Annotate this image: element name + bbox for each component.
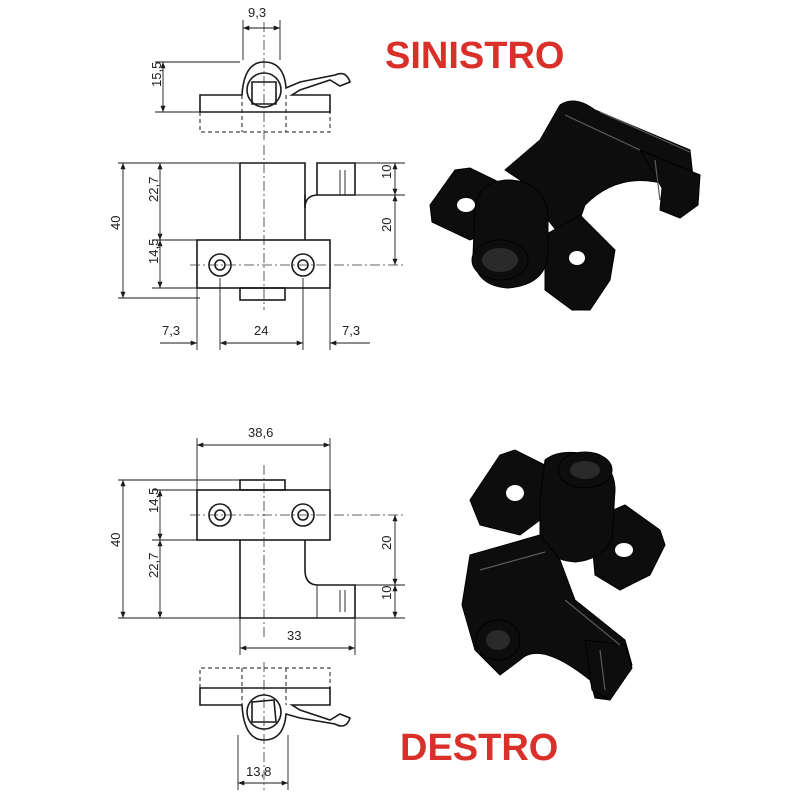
top-view-sinistro: 9,3 15,5 — [149, 5, 351, 140]
dim-margin-right: 7,3 — [342, 323, 360, 338]
dim-width-total: 38,6 — [248, 425, 273, 440]
dim-width-arm: 33 — [287, 628, 301, 643]
front-view-destro: 38,6 40 14,5 22,7 20 10 33 — [108, 425, 405, 655]
dim-hook-height-destro: 10 — [379, 586, 394, 600]
dim-width-small-destro: 13,8 — [246, 764, 271, 779]
dim-hook-offset-destro: 20 — [379, 536, 394, 550]
dim-hook-offset: 20 — [379, 218, 394, 232]
bottom-view-destro: 13,8 — [199, 662, 351, 790]
front-view-sinistro: 40 22,7 14,5 10 20 7,3 24 7,3 — [108, 145, 405, 350]
left-variant-title: SINISTRO — [385, 35, 564, 77]
dim-height-upper: 22,7 — [146, 177, 161, 202]
dim-width-small: 9,3 — [248, 5, 266, 20]
dim-height-lower: 14,5 — [146, 239, 161, 264]
dim-hole-spacing: 24 — [254, 323, 268, 338]
dim-height-top: 15,5 — [149, 62, 164, 87]
dim-hook-height: 10 — [379, 165, 394, 179]
dim-height-total-destro: 40 — [108, 533, 123, 547]
dim-margin-left: 7,3 — [162, 323, 180, 338]
dim-height-upper-destro: 14,5 — [146, 488, 161, 513]
dim-height-lower-destro: 22,7 — [146, 553, 161, 578]
right-variant-title: DESTRO — [400, 727, 558, 769]
dim-height-total: 40 — [108, 216, 123, 230]
product-render-destro — [461, 449, 666, 701]
product-render-sinistro — [429, 100, 701, 311]
